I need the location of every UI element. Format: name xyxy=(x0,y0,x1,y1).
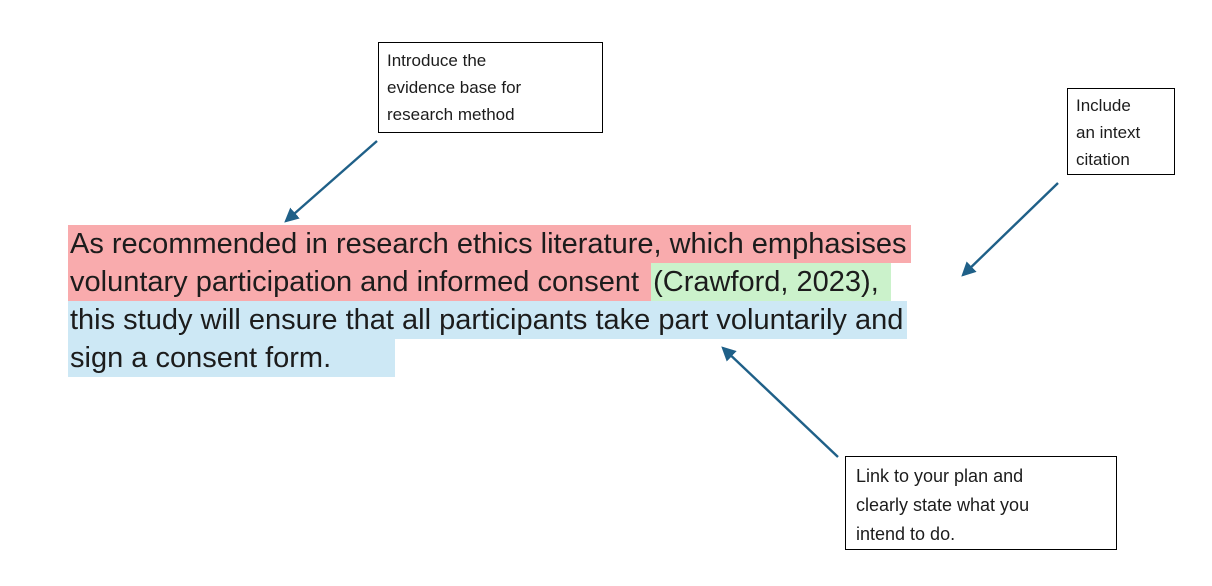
paragraph-line-4: sign a consent form. xyxy=(68,339,911,377)
highlight-red-segment: voluntary participation and informed con… xyxy=(68,263,652,301)
callout-evidence-base-text: Introduce the evidence base for research… xyxy=(387,51,522,124)
callout-intext-citation-text: Include an intext citation xyxy=(1076,96,1141,169)
callout-evidence-base: Introduce the evidence base for research… xyxy=(378,42,603,133)
highlight-green-segment: (Crawford, 2023), xyxy=(651,263,891,301)
paragraph-line-3: this study will ensure that all particip… xyxy=(68,301,911,339)
annotated-paragraph: As recommended in research ethics litera… xyxy=(68,225,911,377)
highlight-blue-segment: sign a consent form. xyxy=(68,339,396,377)
paragraph-line-2: voluntary participation and informed con… xyxy=(68,263,911,301)
callout-link-plan: Link to your plan and clearly state what… xyxy=(845,456,1117,550)
highlight-blue-segment: this study will ensure that all particip… xyxy=(68,301,908,339)
callout-link-plan-text: Link to your plan and clearly state what… xyxy=(856,466,1030,544)
arrow-intext-citation xyxy=(961,182,1059,277)
highlight-red-segment: As recommended in research ethics litera… xyxy=(68,225,911,263)
paragraph-line-1: As recommended in research ethics litera… xyxy=(68,225,911,263)
arrow-evidence-base xyxy=(284,140,378,223)
callout-intext-citation: Include an intext citation xyxy=(1067,88,1175,175)
